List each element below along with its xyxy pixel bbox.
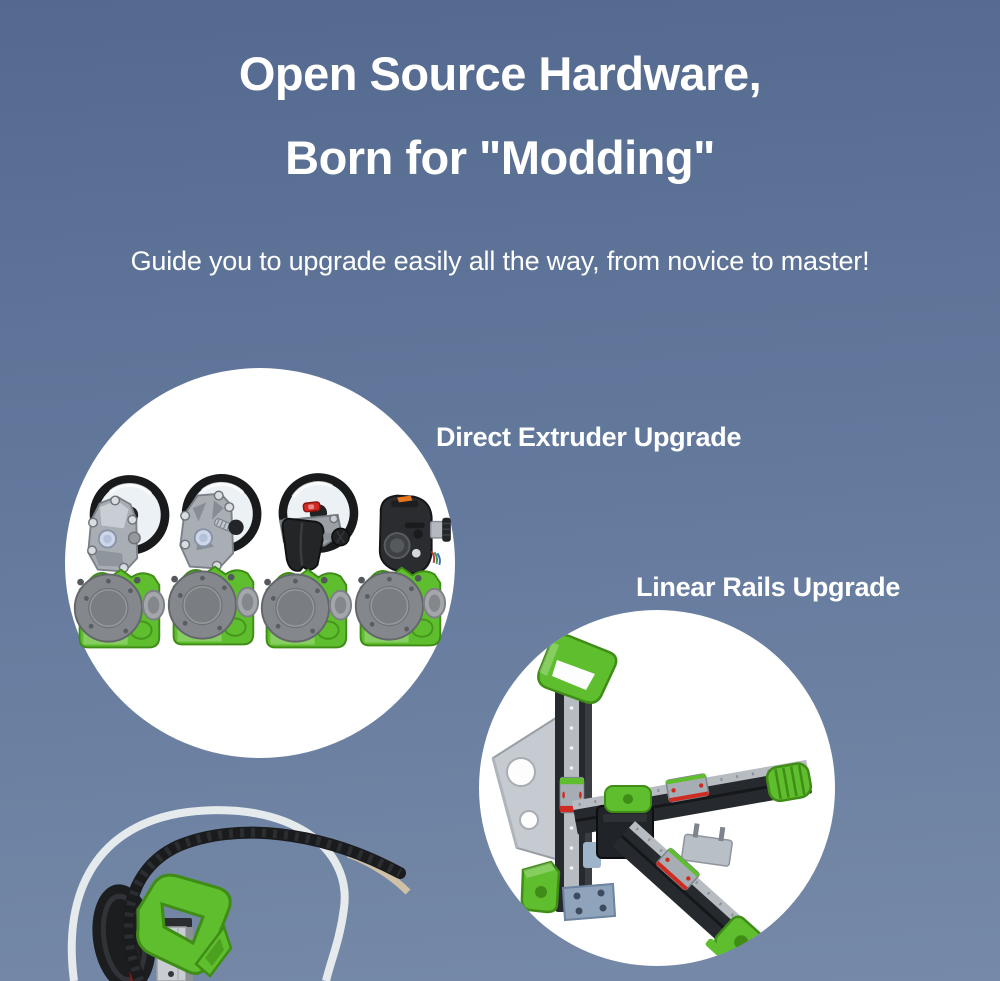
direct-extruder-upgrade-image bbox=[73, 368, 451, 649]
bed-bracket bbox=[681, 823, 733, 867]
page-title-line1: Open Source Hardware, bbox=[238, 47, 762, 100]
extruder-render-2 bbox=[167, 478, 258, 646]
extruder-render-4 bbox=[354, 494, 451, 647]
feature-label-direct-extruder: Direct Extruder Upgrade bbox=[436, 422, 742, 452]
extruder-render-3 bbox=[260, 468, 363, 649]
linear-rails-upgrade-image bbox=[491, 633, 813, 966]
ptfe-tube bbox=[67, 806, 349, 981]
z-axis-rail bbox=[555, 666, 592, 912]
feature-label-linear-rails: Linear Rails Upgrade bbox=[636, 572, 901, 602]
column-foot bbox=[520, 860, 561, 914]
page-subtitle: Guide you to upgrade easily all the way,… bbox=[130, 246, 870, 276]
page-title-line2: Born for "Modding" bbox=[285, 131, 715, 184]
corner-plate bbox=[561, 882, 617, 922]
braided-cable bbox=[122, 826, 406, 981]
printer-gantry-photo bbox=[67, 806, 411, 981]
extruder-render-1 bbox=[73, 479, 165, 649]
mounting-plate bbox=[491, 714, 560, 862]
